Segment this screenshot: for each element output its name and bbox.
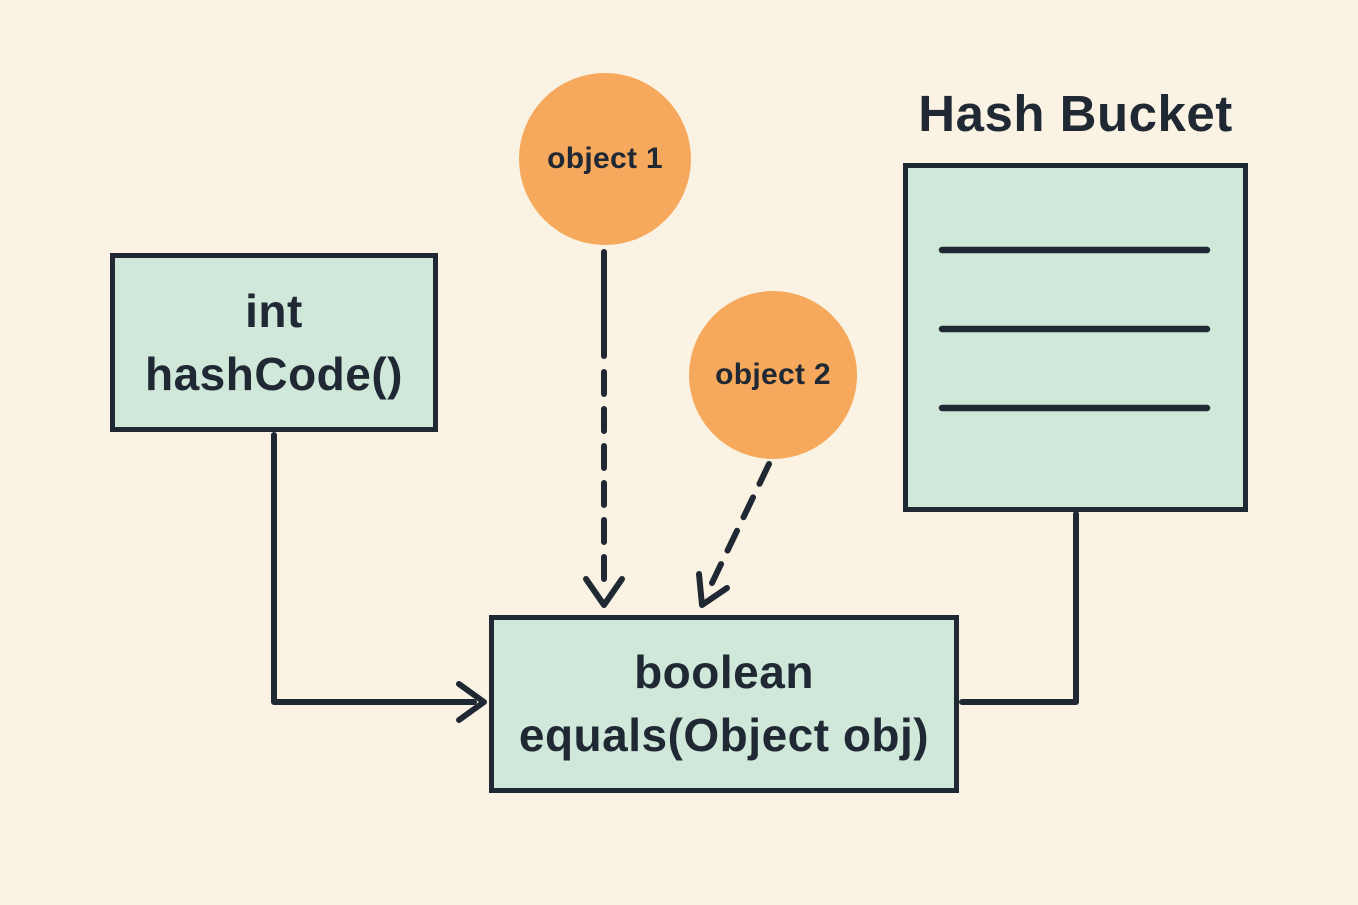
arrow-down-icon (583, 576, 625, 608)
object2-label: object 2 (715, 358, 831, 391)
object2-to-equals-arrow (696, 461, 772, 608)
arrow-down-left-icon (696, 571, 730, 608)
hash-bucket-title: Hash Bucket (918, 85, 1233, 142)
connector-line (271, 432, 477, 705)
object2-circle: object 2 (689, 291, 857, 459)
equals-box-line1: boolean (634, 646, 814, 699)
bucket-to-equals-connector (959, 511, 1079, 705)
equals-box-line2: equals(Object obj) (518, 709, 930, 761)
object1-label: object 1 (547, 142, 663, 175)
hash-bucket-box (903, 163, 1248, 512)
connector-dashed-line (709, 461, 772, 586)
hashcode-to-equals-connector (271, 432, 487, 723)
hashcode-box-line2: hashCode() (145, 347, 403, 400)
equals-box: boolean equals(Object obj) (489, 615, 959, 793)
object1-to-equals-arrow (583, 249, 625, 608)
connector-line (959, 511, 1079, 705)
object1-circle: object 1 (519, 73, 691, 245)
hashcode-box-line1: int (245, 284, 303, 337)
arrow-right-icon (456, 681, 487, 723)
hashcode-box: int hashCode() (110, 253, 438, 432)
